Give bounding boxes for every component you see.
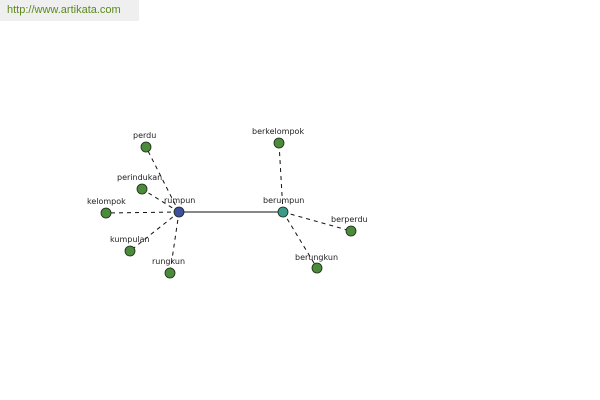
edge-berumpun-berperdu (282, 211, 352, 232)
edge-rumpun-kumpulan (129, 211, 180, 252)
node-label-rumpun: rumpun (164, 196, 195, 205)
node-label-berumpun: berumpun (263, 196, 304, 205)
node-berkelompok[interactable] (273, 137, 285, 149)
node-kumpulan[interactable] (124, 245, 136, 257)
node-label-perindukan: perindukan (117, 173, 162, 182)
node-perdu[interactable] (140, 141, 152, 153)
graph-nodes (100, 137, 357, 279)
node-label-kelompok: kelompok (87, 197, 126, 206)
graph-edges (105, 142, 352, 274)
node-label-rungkun: rungkun (152, 257, 185, 266)
node-rumpun[interactable] (173, 206, 185, 218)
edge-rumpun-kelompok (105, 211, 180, 214)
site-url[interactable]: http://www.artikata.com (7, 4, 121, 16)
node-label-berperdu: berperdu (331, 215, 368, 224)
node-label-kumpulan: kumpulan (110, 235, 150, 244)
url-banner: http://www.artikata.com (0, 0, 139, 21)
edge-berumpun-berkelompok (278, 142, 284, 213)
node-berungkun[interactable] (311, 262, 323, 274)
node-rungkun[interactable] (164, 267, 176, 279)
node-label-berkelompok: berkelompok (252, 127, 304, 136)
node-berperdu[interactable] (345, 225, 357, 237)
node-label-perdu: perdu (133, 131, 156, 140)
graph-labels: rumpun berumpun perdu perindukan kelompok kum… (87, 127, 368, 266)
node-berumpun[interactable] (277, 206, 289, 218)
node-label-berungkun: berungkun (295, 253, 338, 262)
edge-berumpun-berungkun (282, 211, 318, 269)
node-perindukan[interactable] (136, 183, 148, 195)
node-kelompok[interactable] (100, 207, 112, 219)
edge-rumpun-rungkun (169, 211, 180, 274)
